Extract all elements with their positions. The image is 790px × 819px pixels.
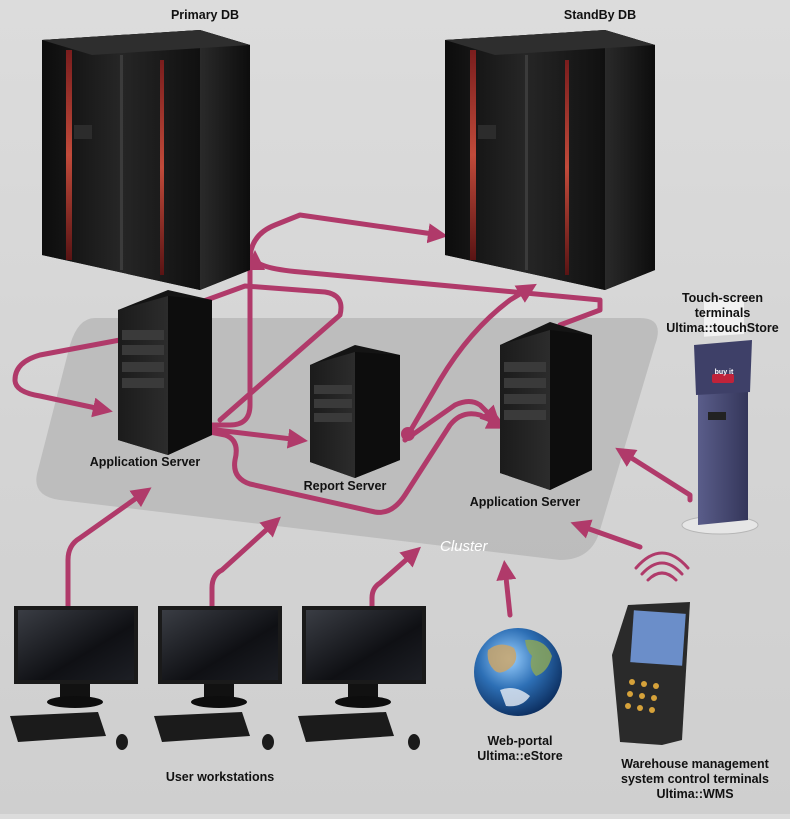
touch-terminals-label: Touch-screen terminals Ultima::touchStor… (655, 291, 790, 336)
link-wms-up (570, 519, 643, 550)
report-server-tower (310, 345, 400, 478)
wms-label-line1: Warehouse management (621, 757, 769, 771)
web-label-line1: Web-portal (487, 734, 553, 748)
primary-db-label: Primary DB (170, 8, 240, 22)
globe-icon (474, 628, 562, 716)
link-kiosk-in (615, 447, 693, 503)
touch-label-line3: Ultima::touchStore (666, 321, 779, 335)
link-right-top (245, 250, 603, 328)
touch-label-line1: Touch-screen (681, 291, 764, 305)
app-server-right-label: Application Server (469, 495, 581, 509)
wireless-icon (634, 551, 690, 582)
workstation-2 (154, 606, 282, 750)
standby-db-mainframe (445, 30, 655, 290)
cluster-label: Cluster (440, 538, 488, 555)
link-loop-left (12, 337, 123, 418)
web-portal-label: Web-portal Ultima::eStore (455, 734, 585, 764)
junction-dot (401, 427, 415, 441)
workstation-1 (10, 606, 138, 750)
wms-label-line2: system control terminals (621, 772, 769, 786)
link-ws3-up (369, 546, 421, 615)
touch-label-line2: terminals (694, 306, 751, 320)
report-server-label: Report Server (303, 479, 387, 493)
link-web-up (496, 560, 517, 618)
workstation-3 (298, 606, 426, 750)
link-report-to-right (402, 399, 501, 443)
kiosk-screen-text: buy it (714, 369, 734, 376)
user-workstations-label: User workstations (165, 770, 275, 784)
web-label-line2: Ultima::eStore (477, 749, 563, 763)
link-app-left-to-report (197, 425, 308, 449)
app-server-left-label: Application Server (89, 455, 201, 469)
link-ws1-up (65, 487, 152, 615)
handheld-terminal (612, 551, 690, 745)
primary-db-mainframe (42, 30, 250, 290)
application-server-right-tower (500, 322, 592, 490)
wms-label: Warehouse management system control term… (600, 757, 790, 802)
link-report-to-standby (402, 283, 537, 443)
touch-screen-kiosk (681, 297, 759, 535)
link-app-left-to-right (197, 410, 508, 515)
standby-db-label: StandBy DB (563, 8, 637, 22)
wms-label-line3: Ultima::WMS (656, 787, 734, 801)
application-server-left-tower (118, 290, 212, 455)
link-ws2-up (209, 516, 281, 615)
